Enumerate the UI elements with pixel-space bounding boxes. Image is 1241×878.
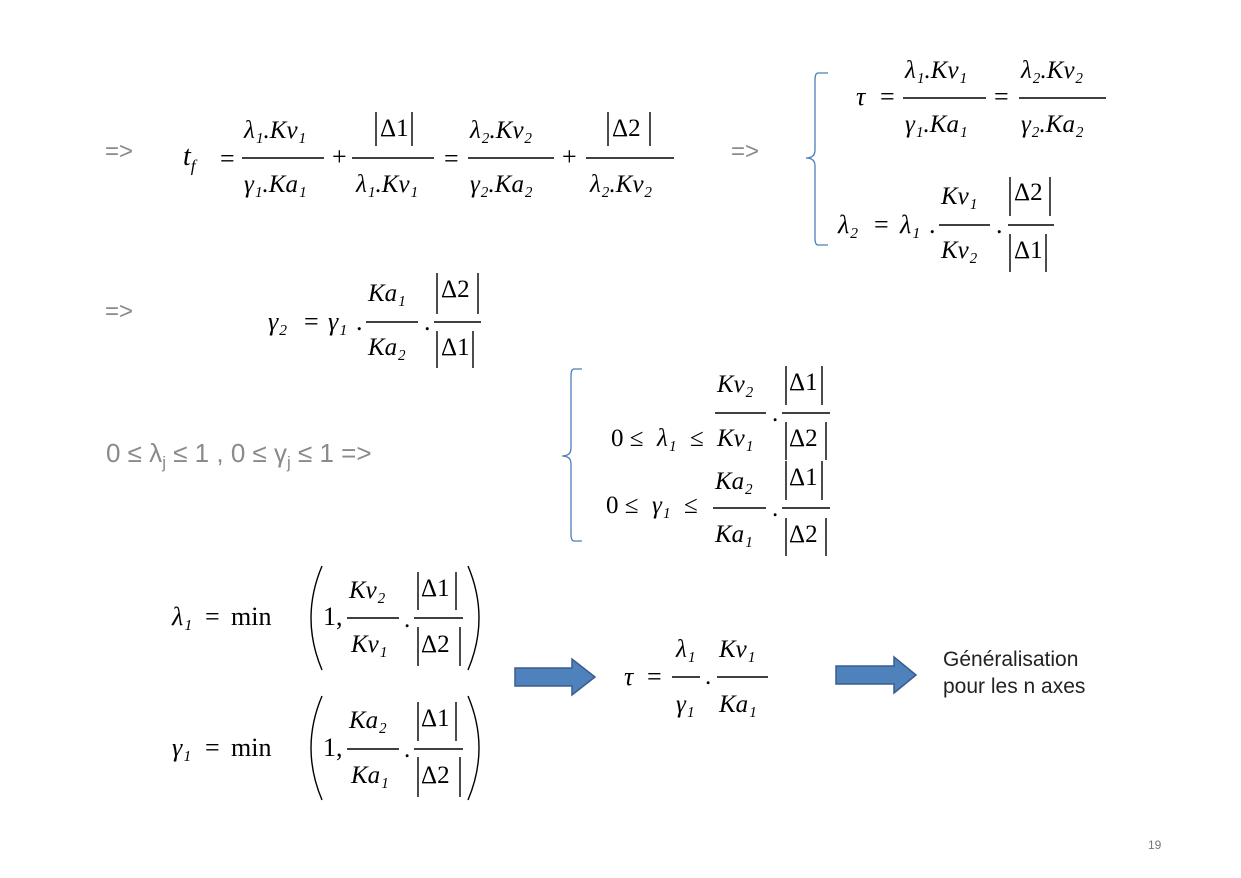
implies-arrow-2: => [731, 138, 760, 165]
right-paren [467, 695, 480, 801]
frac2-num: Δ1 [380, 115, 409, 142]
dot-op: . [772, 400, 779, 427]
final-tau-symbol: τ [624, 662, 634, 691]
min1-delta-num: Δ1 [421, 575, 450, 602]
l2-frac-den: Kv₂ [941, 237, 978, 264]
l2-delta-num: Δ2 [1014, 179, 1043, 206]
dot-op: . [424, 307, 431, 336]
bound2-frac-num: Ka₂ [715, 468, 753, 495]
eq-sign: = [880, 82, 895, 111]
min-gamma1-symbol: γ₁ [172, 733, 192, 762]
plus-sign: + [562, 142, 577, 171]
dot-op: . [356, 307, 363, 336]
bound2-gamma1: γ₁ [652, 492, 671, 519]
min2-frac-den: Ka₁ [351, 762, 389, 789]
gamma2-symbol: γ₂ [268, 307, 288, 336]
bound1-leq: ≤ [690, 425, 704, 452]
min-operator: min [231, 733, 272, 762]
eq-sign: = [647, 662, 662, 691]
eq-sign: = [304, 307, 319, 336]
g2-delta-num: Δ2 [441, 276, 470, 303]
lambda2-symbol: λ₂ [838, 210, 859, 239]
right-arrow-shape [514, 657, 597, 697]
tau-frac1-den: γ₁.Ka₁ [905, 111, 968, 138]
system-brace [561, 368, 582, 542]
dot-op: . [772, 495, 779, 522]
constraint-text: 0 ≤ λj ≤ 1 , 0 ≤ γj ≤ 1 => [106, 438, 372, 473]
bound1-delta-num: Δ1 [789, 369, 818, 396]
right-paren [467, 565, 480, 671]
dot-op: . [705, 663, 712, 690]
implies-arrow-1: => [105, 138, 134, 165]
left-paren [310, 695, 323, 801]
min1-frac-num: Kv₂ [349, 577, 386, 604]
bound1-zero-leq: 0 ≤ [611, 425, 644, 452]
min1-delta-den: Δ2 [421, 631, 450, 658]
min2-delta-den: Δ2 [421, 762, 450, 789]
final-frac2-den: Ka₁ [719, 691, 757, 718]
min-operator: min [231, 602, 272, 631]
dot-op: . [929, 210, 936, 239]
gamma1-symbol: γ₁ [328, 307, 348, 336]
l2-frac-num: Kv₁ [941, 183, 978, 210]
min1-frac-den: Kv₁ [351, 631, 388, 658]
bound2-leq: ≤ [684, 492, 698, 519]
g2-frac-num: Ka₁ [368, 280, 406, 307]
tau-frac2-num: λ₂.Kv₂ [1021, 57, 1084, 84]
dot-op: . [996, 210, 1003, 239]
eq-sign: = [220, 144, 235, 173]
frac4-num: Δ2 [612, 115, 641, 142]
right-arrow-shape [835, 655, 918, 695]
tau-frac1-num: λ₁.Kv₁ [905, 57, 968, 84]
frac3-den: γ₂.Ka₂ [470, 171, 533, 198]
final-frac1-num: λ₁ [676, 636, 696, 663]
bound1-delta-den: Δ2 [789, 425, 818, 452]
min-one: 1, [323, 733, 343, 762]
min-lambda1-symbol: λ₁ [172, 602, 193, 631]
tau-frac2-den: γ₂.Ka₂ [1021, 111, 1084, 138]
frac3-num: λ₂.Kv₂ [470, 117, 533, 144]
left-paren [310, 565, 323, 671]
generalisation-note: Généralisation pour les n axes [943, 646, 1085, 700]
page-number: 19 [1148, 838, 1162, 852]
plus-sign: + [332, 142, 347, 171]
bound1-frac-num: Kv₂ [717, 371, 754, 398]
frac1-num: λ₁.Kv₁ [244, 117, 307, 144]
system-brace [805, 72, 828, 246]
bound1-frac-den: Kv₁ [717, 425, 754, 452]
bound1-lambda1: λ₁ [657, 425, 677, 452]
eq-sign: = [205, 733, 220, 762]
bound2-zero-leq: 0 ≤ [606, 492, 639, 519]
note-line-2: pour les n axes [943, 675, 1086, 698]
frac4-den: λ₂.Kv₂ [590, 171, 653, 198]
tf-symbol: tf [183, 141, 196, 176]
note-line-1: Généralisation [943, 648, 1079, 671]
frac1-den: γ₁.Ka₁ [244, 171, 307, 198]
final-frac2-num: Kv₁ [719, 636, 756, 663]
implies-arrow-3: => [105, 298, 134, 325]
l2-delta-den: Δ1 [1014, 237, 1043, 264]
eq-sign: = [994, 82, 1009, 111]
eq-sign: = [205, 602, 220, 631]
frac2-den: λ₁.Kv₁ [356, 171, 419, 198]
tau-symbol: τ [856, 82, 866, 111]
min-one: 1, [323, 602, 343, 631]
g2-frac-den: Ka₂ [368, 334, 406, 361]
g2-delta-den: Δ1 [441, 334, 470, 361]
min2-frac-num: Ka₂ [349, 707, 387, 734]
dot-op: . [404, 606, 411, 633]
eq-sign: = [444, 144, 459, 173]
bound2-delta-num: Δ1 [789, 464, 818, 491]
bound2-frac-den: Ka₁ [715, 521, 753, 548]
dot-op: . [404, 736, 411, 763]
bound2-delta-den: Δ2 [789, 521, 818, 548]
lambda1-symbol: λ₁ [900, 210, 921, 239]
min2-delta-num: Δ1 [421, 705, 450, 732]
final-frac1-den: γ₁ [676, 691, 695, 718]
eq-sign: = [874, 210, 889, 239]
